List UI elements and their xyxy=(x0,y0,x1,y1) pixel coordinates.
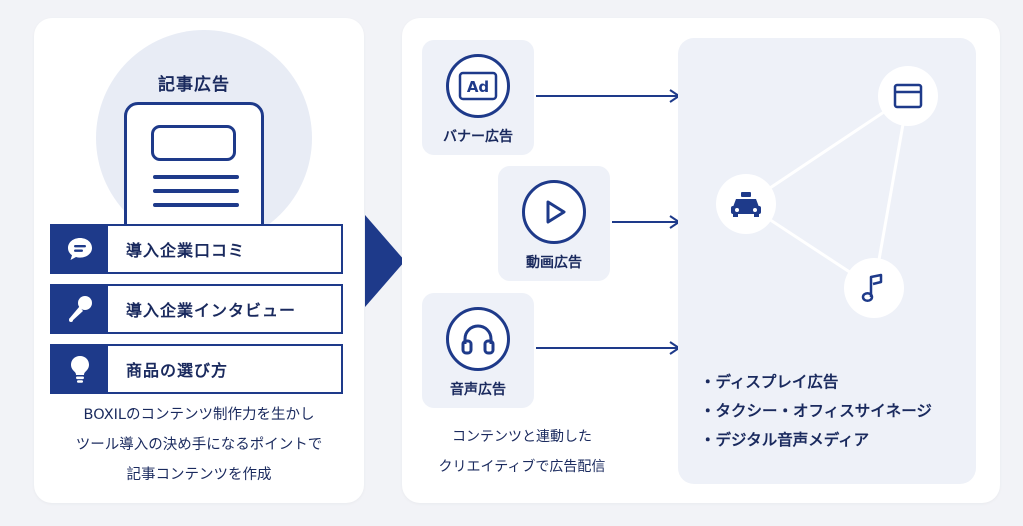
media-list-item: ・ディスプレイ広告 xyxy=(700,373,839,391)
feature-reviews: 導入企業口コミ xyxy=(50,224,343,274)
feature-label: 導入企業口コミ xyxy=(126,241,246,260)
play-icon xyxy=(522,180,586,244)
microphone-icon xyxy=(52,286,108,332)
speech-bubble-icon xyxy=(52,226,108,272)
media-network-area: ・ディスプレイ広告 ・タクシー・オフィスサイネージ ・デジタル音声メディア xyxy=(678,38,976,484)
document-image-frame xyxy=(151,125,236,161)
document-line xyxy=(153,189,239,193)
article-ad-panel: 記事広告 導入企業口コミ 導入企業インタビュー xyxy=(34,18,364,503)
ad-icon-text: Ad xyxy=(467,78,489,96)
video-ad-card: 動画広告 xyxy=(498,166,610,281)
ad-type-label: バナー広告 xyxy=(443,129,513,145)
ad-delivery-panel: Ad バナー広告 動画広告 音声広告 xyxy=(402,18,1000,503)
document-line xyxy=(153,203,239,207)
headphones-icon xyxy=(446,307,510,371)
music-note-icon xyxy=(844,258,904,318)
media-list-item: ・タクシー・オフィスサイネージ xyxy=(700,402,932,420)
lightbulb-icon xyxy=(52,346,108,392)
feature-how-to-choose: 商品の選び方 xyxy=(50,344,343,394)
banner-ad-card: Ad バナー広告 xyxy=(422,40,534,155)
media-list-item: ・デジタル音声メディア xyxy=(700,431,870,449)
feature-label: 導入企業インタビュー xyxy=(126,301,297,320)
audio-ad-card: 音声広告 xyxy=(422,293,534,408)
article-ad-description-line: BOXILのコンテンツ制作力を生かし xyxy=(83,407,315,423)
feature-interview: 導入企業インタビュー xyxy=(50,284,343,334)
feature-label: 商品の選び方 xyxy=(126,361,229,380)
ad-type-label: 動画広告 xyxy=(526,255,582,271)
ad-delivery-caption-line: クリエイティブで広告配信 xyxy=(438,459,606,475)
article-ad-title: 記事広告 xyxy=(158,75,230,95)
taxi-icon xyxy=(716,174,776,234)
flow-arrow-icon xyxy=(365,215,405,307)
article-ad-description-line: ツール導入の決め手になるポイントで xyxy=(75,437,323,453)
media-list: ・ディスプレイ広告 ・タクシー・オフィスサイネージ ・デジタル音声メディア xyxy=(700,368,932,455)
article-ad-description-line: 記事コンテンツを作成 xyxy=(126,467,272,483)
browser-window-icon xyxy=(878,66,938,126)
ad-type-label: 音声広告 xyxy=(450,382,506,398)
document-line xyxy=(153,175,239,179)
ad-delivery-caption-line: コンテンツと連動した xyxy=(452,429,592,445)
ad-icon: Ad xyxy=(446,54,510,118)
